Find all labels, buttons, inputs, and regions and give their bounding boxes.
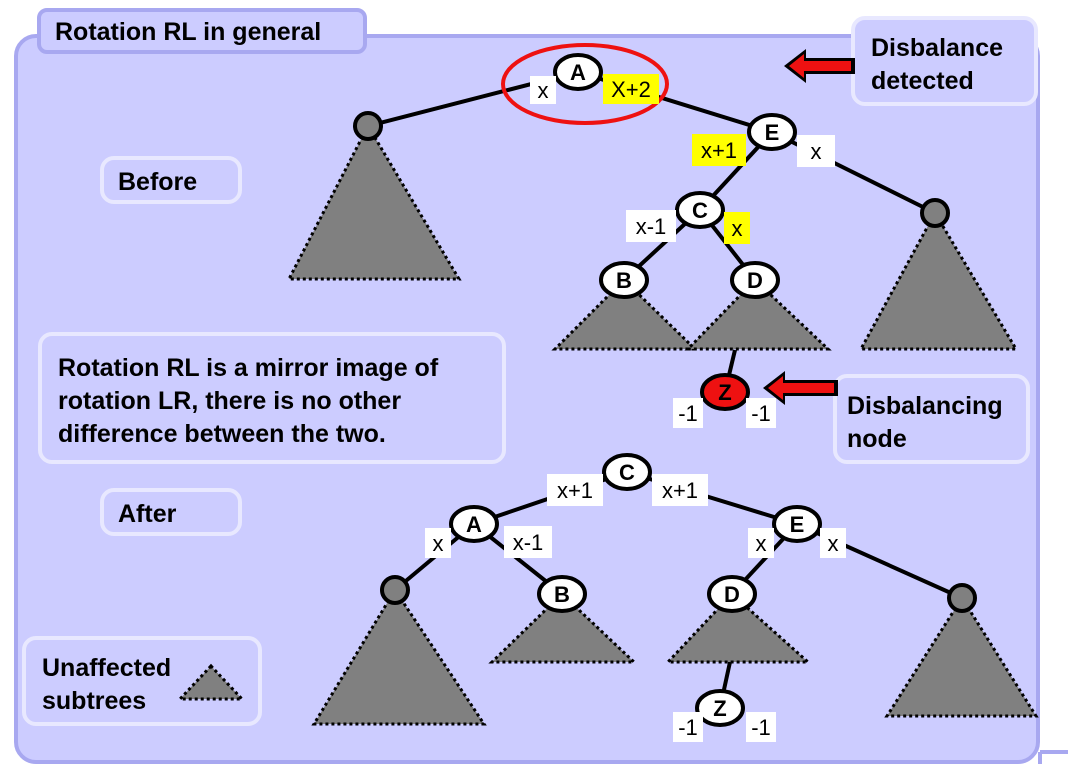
before-left-leaf — [353, 111, 383, 141]
before-node-e — [747, 113, 797, 151]
before-label-box: Before — [100, 156, 242, 204]
after-e-left-height: x — [756, 531, 767, 556]
before-node-a — [553, 53, 603, 91]
after-subtree-b — [488, 591, 638, 664]
before-e-left-height: x+1 — [701, 138, 737, 163]
before-z-left-height: -1 — [678, 401, 698, 426]
before-c-right-height: x — [732, 216, 743, 241]
after-left-leaf — [380, 575, 410, 605]
arrow-disbalance-detected — [784, 49, 855, 83]
before-right-leaf — [920, 198, 950, 228]
description-line-1: Rotation RL is a mirror image of — [58, 354, 439, 382]
before-node-e-label: E — [765, 120, 780, 145]
after-subtree-a-left — [311, 587, 487, 726]
description-line-2: rotation LR, there is no other — [58, 387, 402, 415]
after-node-c — [602, 453, 652, 491]
before-node-z-label: Z — [718, 380, 731, 405]
before-node-c — [675, 191, 725, 229]
edge-e-right — [771, 130, 936, 215]
subtree-d — [684, 277, 832, 351]
description-box: Rotation RL is a mirror image of rotatio… — [38, 332, 506, 464]
disbalancing-node-box: Disbalancing node — [833, 374, 1030, 464]
after-node-a-label: A — [466, 512, 482, 537]
disbalance-detected-box: Disbalance detected — [851, 16, 1038, 106]
before-nodes: A E C B D Z — [553, 53, 797, 411]
before-e-right-height: x — [811, 139, 822, 164]
after-e-right-height: x — [828, 531, 839, 556]
after-node-z-label: Z — [713, 696, 726, 721]
after-node-d-label: D — [724, 582, 740, 607]
after-subtrees — [311, 587, 1039, 726]
after-node-e-label: E — [790, 512, 805, 537]
unaffected-line-1: Unaffected — [42, 654, 172, 682]
corner-mark — [1038, 750, 1068, 764]
diagram-title: Rotation RL in general — [37, 8, 367, 54]
unaffected-line-2: subtrees — [42, 687, 147, 715]
before-c-left-height: x-1 — [636, 214, 667, 239]
disbalance-highlight-ellipse — [501, 43, 669, 125]
disbalance-detected-line-2: detected — [871, 67, 974, 95]
before-subtrees — [286, 122, 1019, 351]
after-label: After — [118, 500, 177, 528]
after-z-left-height: -1 — [678, 715, 698, 740]
unaffected-subtree-legend-icon — [176, 663, 246, 701]
after-node-e — [772, 505, 822, 543]
after-subtree-e-right — [884, 595, 1039, 718]
before-node-a-label: A — [570, 60, 586, 85]
after-c-right-height: x+1 — [662, 478, 698, 503]
after-nodes: C A E B D Z — [449, 453, 822, 727]
after-a-right-height: x-1 — [513, 530, 544, 555]
after-right-leaf — [947, 583, 977, 613]
before-node-c-label: C — [692, 198, 708, 223]
before-height-labels: x X+2 x+1 x x-1 x -1 -1 — [530, 74, 835, 428]
unaffected-subtrees-box: Unaffected subtrees — [22, 636, 262, 726]
disbalancing-node-line-2: node — [847, 425, 907, 453]
after-node-d — [707, 575, 757, 613]
after-label-box: After — [100, 488, 242, 536]
before-node-b — [599, 261, 649, 299]
title-text: Rotation RL in general — [55, 18, 322, 46]
after-node-z — [695, 689, 745, 727]
after-node-c-label: C — [619, 460, 635, 485]
before-node-z — [700, 373, 750, 411]
after-node-a — [449, 505, 499, 543]
before-node-d — [730, 261, 780, 299]
subtree-e-right — [858, 209, 1019, 351]
after-node-b-label: B — [554, 582, 570, 607]
before-z-right-height: -1 — [751, 401, 771, 426]
after-node-b — [537, 575, 587, 613]
after-z-right-height: -1 — [751, 715, 771, 740]
after-height-labels: x+1 x+1 x x-1 x x -1 -1 — [425, 474, 846, 742]
before-a-left-height: x — [538, 78, 549, 103]
after-c-left-height: x+1 — [557, 478, 593, 503]
description-line-3: difference between the two. — [58, 420, 386, 448]
after-a-left-height: x — [433, 531, 444, 556]
subtree-a-left — [286, 122, 462, 281]
arrow-disbalancing-node — [763, 371, 838, 405]
subtree-b — [551, 277, 699, 351]
disbalancing-node-line-1: Disbalancing — [847, 392, 1003, 420]
before-label: Before — [118, 168, 198, 196]
before-node-b-label: B — [616, 268, 632, 293]
before-a-right-height: X+2 — [611, 77, 651, 102]
after-subtree-d — [664, 591, 812, 664]
disbalance-detected-line-1: Disbalance — [871, 34, 1004, 62]
before-node-d-label: D — [747, 268, 763, 293]
